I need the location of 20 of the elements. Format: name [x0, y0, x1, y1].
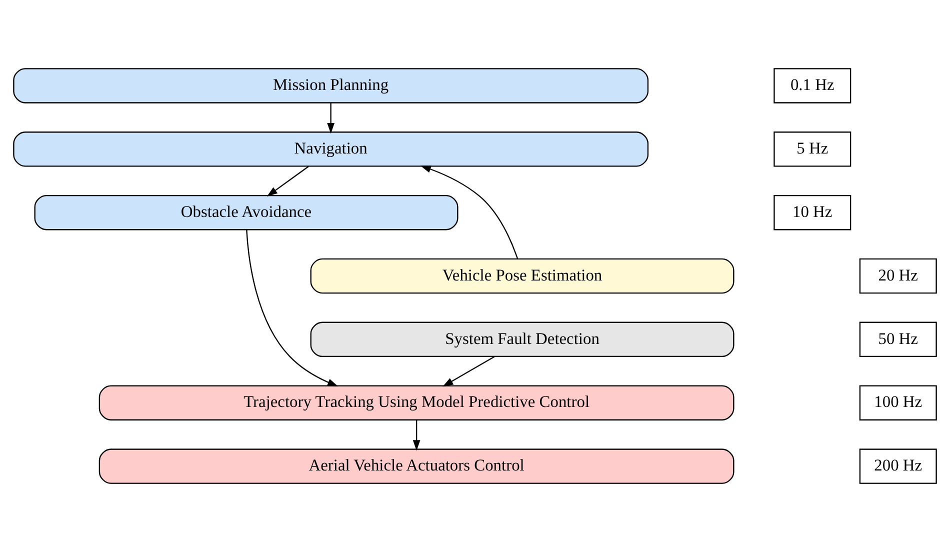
node-box: 200 Hz — [859, 448, 937, 484]
node-box: 5 Hz — [774, 132, 852, 167]
arrow — [412, 420, 420, 451]
arrow — [442, 356, 495, 387]
node-box: Navigation — [13, 132, 649, 167]
node-box: Obstacle Avoidance — [34, 194, 458, 230]
node-box: 0.1 Hz — [774, 68, 852, 104]
node-box: Mission Planning — [13, 68, 649, 104]
arrow — [420, 166, 518, 259]
node-box: 10 Hz — [774, 194, 852, 230]
arrow — [246, 230, 338, 386]
arrow — [327, 102, 335, 134]
arrow — [266, 166, 309, 196]
node-box: 20 Hz — [859, 258, 937, 294]
node-box: Aerial Vehicle Actuators Control — [98, 448, 734, 484]
node-box: Trajectory Tracking Using Model Predictive Control — [98, 385, 734, 420]
node-box: Vehicle Pose Estimation — [310, 258, 734, 294]
node-box: 50 Hz — [859, 322, 937, 358]
node-box: System Fault Detection — [310, 322, 734, 358]
node-box: 100 Hz — [859, 385, 937, 420]
